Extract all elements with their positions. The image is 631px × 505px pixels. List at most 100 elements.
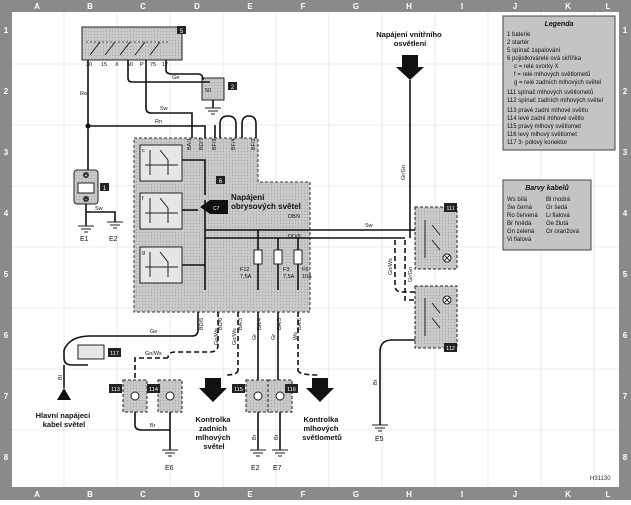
interior-power-annotation: Napájení vnitřního osvětlení Gr/Gn [376,30,442,238]
label-5: 5 [180,29,184,35]
fog-lamp-left: 116 [267,379,298,413]
label-2: 2 [231,85,235,91]
legend-title: Legenda [545,21,574,28]
col-label-bottom: E [247,490,253,499]
col-label-top: I [461,2,463,11]
svg-text:BD/6: BD/6 [218,318,224,330]
svg-text:BF/9: BF/9 [212,138,218,150]
svg-text:Sw: Sw [160,106,168,112]
ground-e2b: E2 [251,465,260,472]
svg-text:X: X [115,62,119,68]
svg-text:Or oranžová: Or oranžová [546,229,580,235]
svg-text:Gn zelená: Gn zelená [507,229,535,235]
col-label-bottom: F [301,490,306,499]
col-label-bottom: K [565,490,571,499]
svg-text:50: 50 [205,88,211,94]
legend-item: 6 pojistkovárelé ová skříňka [507,56,582,62]
row-label-left: 6 [4,331,9,340]
svg-text:Ge: Ge [172,75,179,81]
svg-text:75: 75 [150,62,156,68]
legend-item: 116 levý mlhový světlomet [507,132,577,138]
svg-text:f: f [142,196,144,202]
svg-text:Br: Br [274,434,280,440]
col-label-bottom: H [406,490,412,499]
svg-text:30: 30 [86,62,92,68]
rear-fog-indicator-label: Kontrolka zadních mlhových světel [195,415,232,451]
svg-text:10A: 10A [302,274,312,280]
col-label-top: A [34,2,40,11]
row-label-left: 3 [4,148,9,157]
frame-column-labels: A B C D E F G H I J K L A B C D E F G H … [34,2,610,499]
legend-item: 117 3- pólový konektor [507,140,567,146]
col-label-top: D [194,2,200,11]
col-label-bottom: J [513,490,517,499]
col-label-bottom: D [194,490,200,499]
main-cable-label: Hlavní napájecí kabel světel [36,411,93,429]
svg-text:Ws: Ws [293,332,299,340]
rear-fog-light-right: 113 [109,379,148,413]
svg-text:15: 15 [101,62,107,68]
label-1: 1 [103,186,107,192]
svg-text:Gr šedá: Gr šedá [546,205,568,211]
svg-text:c: c [142,148,145,154]
label-116: 116 [287,387,296,393]
row-label-right: 7 [623,392,628,401]
svg-text:Rn: Rn [155,119,162,125]
fuse-relay-box: 6 c f g F12 7,5A F3 7,5A F6 10A [133,137,312,313]
row-label-right: 4 [623,209,628,218]
col-label-bottom: C [140,490,146,499]
svg-text:Gr/Gn: Gr/Gn [401,165,407,180]
svg-text:Br: Br [150,423,156,429]
connector-117: 117 Bl [58,344,121,388]
svg-text:Ro: Ro [80,91,87,97]
battery: + − 1 E1 Sw E2 [73,169,123,243]
col-label-bottom: B [87,490,93,499]
svg-text:17: 17 [162,62,168,68]
svg-text:BA/6: BA/6 [297,318,303,330]
legend-item: 112 spínač zadních mlhových světel [507,98,603,104]
top-connector-labels: BA/1 BD/7 BF/9 BF/4 BF/2 [187,138,257,150]
legend-item: g = relé zadních mlhových světel [514,80,601,86]
col-label-top: B [87,2,93,11]
frame-bottom [0,487,631,500]
svg-text:BD/5: BD/5 [199,318,205,330]
svg-text:BA/1: BA/1 [187,138,193,150]
ground-e1: E1 [80,236,89,243]
col-label-bottom: L [606,490,611,499]
svg-text:BA/4: BA/4 [257,318,263,330]
parking-lights-label: Napájení obrysových světel [231,193,301,211]
bottom-wire-labels: BD/5 BD/6 BA/3 BA/4 BA/5 BA/6 Gn/Ws Gn/W… [199,318,303,345]
svg-text:Bl modrá: Bl modrá [546,197,571,203]
rear-fog-switch: 112 [414,285,458,352]
svg-text:Gn/Ws: Gn/Ws [214,328,220,345]
legend-item: c = relé svorky X [514,64,559,70]
svg-text:P: P [140,62,144,68]
col-label-top: F [301,2,306,11]
fog-lamp-indicator-label: Kontrolka mlhových světlometů [302,415,342,442]
svg-text:Gr: Gr [271,334,277,340]
rear-fog-light-left: 114 [147,379,183,413]
col-label-bottom: G [353,490,359,499]
label-c7: C7 [213,206,220,212]
row-label-left: 1 [4,26,9,35]
svg-text:7,5A: 7,5A [240,274,252,280]
svg-text:F12: F12 [240,267,249,273]
legend-item: 2 startér [507,40,529,46]
svg-text:F3: F3 [283,267,289,273]
svg-text:g: g [142,250,145,256]
starter: 2 50 [201,77,237,115]
frame-right [619,0,631,500]
ignition-switch: 5 [81,26,186,61]
label-111: 111 [446,206,454,212]
svg-text:Ge: Ge [150,329,157,335]
frame-top [0,0,631,12]
row-label-right: 5 [623,270,628,279]
svg-text:Ro červená: Ro červená [507,213,538,219]
col-label-top: J [513,2,517,11]
parking-light-feed: C7 Napájení obrysových světel [200,193,301,214]
row-label-left: 8 [4,453,9,462]
row-label-right: 1 [623,26,628,35]
svg-text:Ge žlutá: Ge žlutá [546,221,569,227]
col-label-top: C [140,2,146,11]
